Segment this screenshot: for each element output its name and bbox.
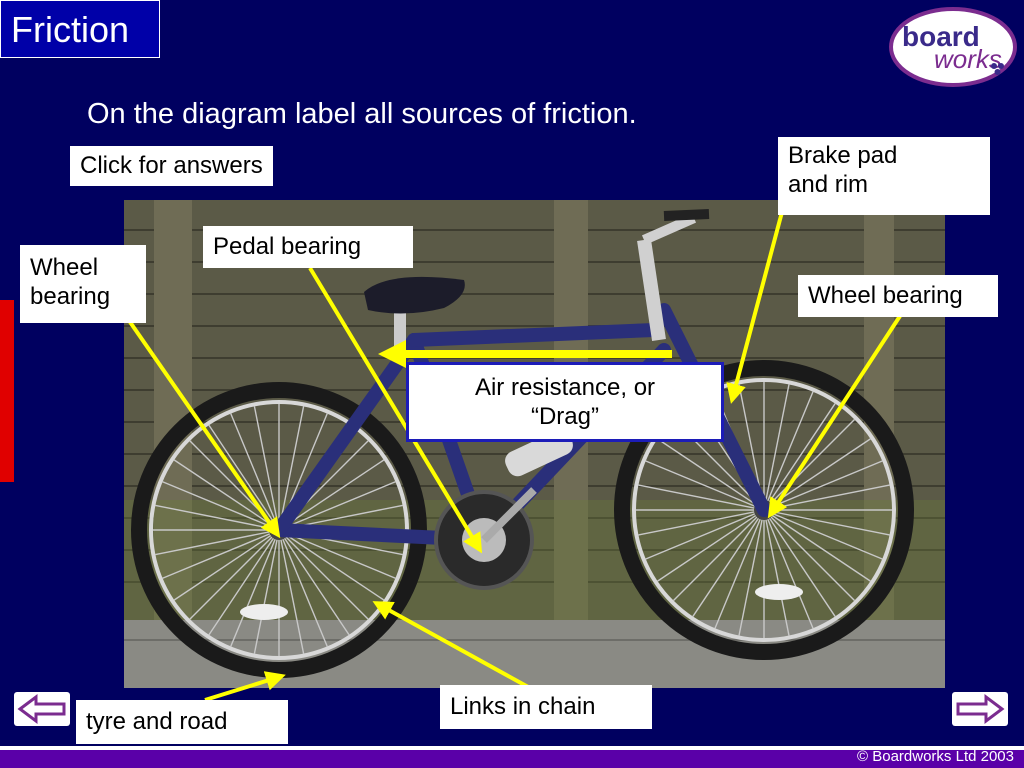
slide-title: Friction xyxy=(0,0,160,58)
right-arrow-icon xyxy=(956,694,1005,724)
left-arrow-icon xyxy=(17,694,66,724)
svg-text:works: works xyxy=(934,44,1002,74)
boardworks-logo: board works xyxy=(889,7,1017,87)
label-air-resistance[interactable]: Air resistance, or“Drag” xyxy=(406,362,724,442)
bicycle-photo xyxy=(124,200,945,688)
back-button[interactable] xyxy=(14,692,70,726)
label-links-in-chain[interactable]: Links in chain xyxy=(440,685,652,729)
footer-bar xyxy=(0,746,1024,768)
next-button[interactable] xyxy=(952,692,1008,726)
side-accent-bar xyxy=(0,300,14,482)
copyright-text: © Boardworks Ltd 2003 xyxy=(857,748,1014,765)
svg-text:board: board xyxy=(902,21,980,52)
instruction-text: On the diagram label all sources of fric… xyxy=(87,98,637,130)
label-pedal-bearing[interactable]: Pedal bearing xyxy=(203,226,413,268)
label-wheel-bearing-front[interactable]: Wheel bearing xyxy=(798,275,998,317)
click-for-answers-button[interactable]: Click for answers xyxy=(70,146,273,186)
label-tyre-and-road[interactable]: tyre and road xyxy=(76,700,288,744)
